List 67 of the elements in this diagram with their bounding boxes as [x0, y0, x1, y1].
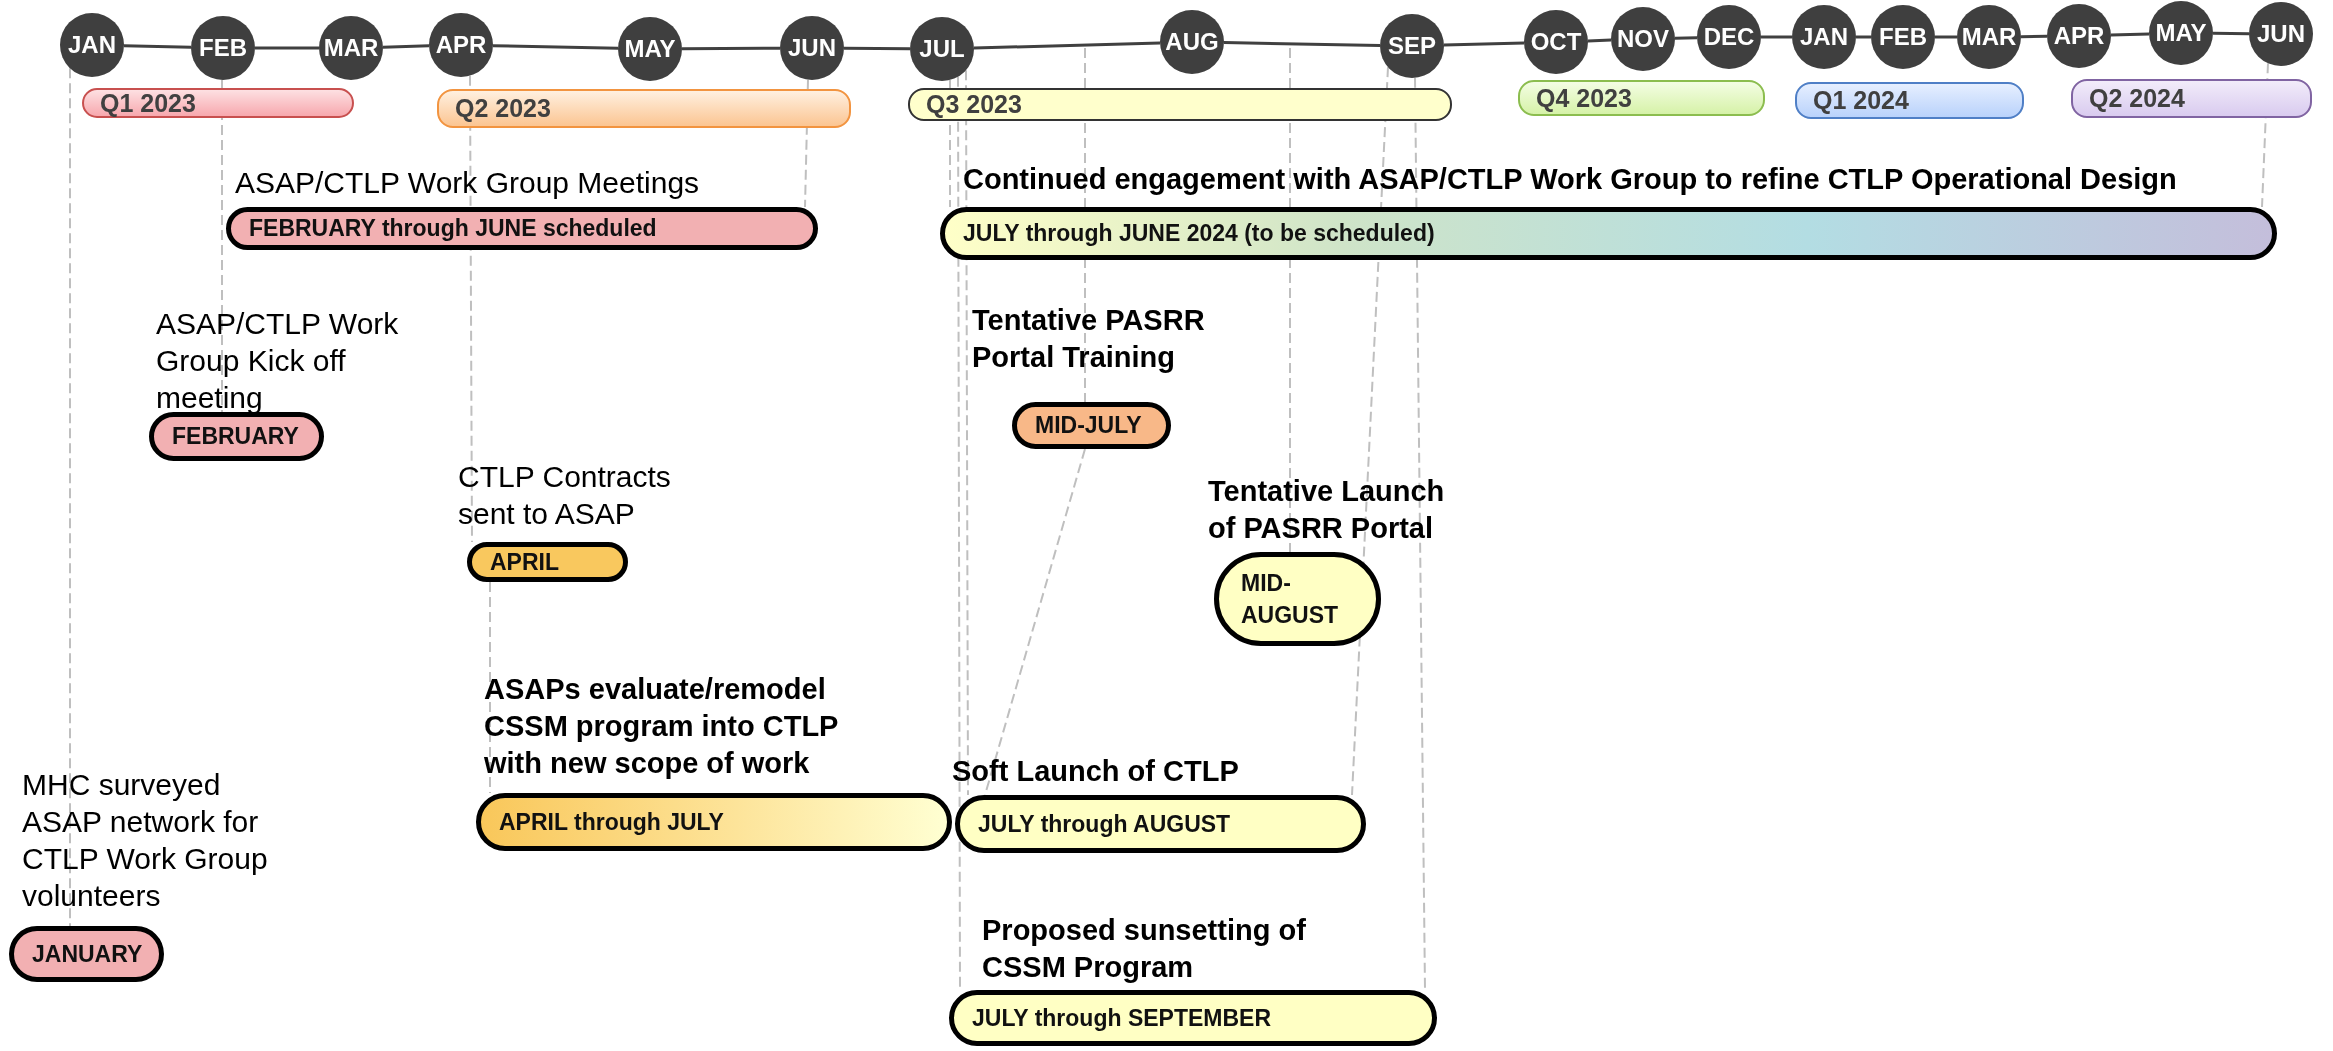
month-marker: OCT	[1524, 10, 1588, 74]
month-marker: APR	[429, 13, 493, 77]
event-heading: ASAP/CTLP Work Group Meetings	[235, 165, 701, 201]
month-marker: JAN	[1792, 5, 1856, 69]
month-marker: MAY	[2149, 1, 2213, 65]
quarter-bar: Q4 2023	[1518, 80, 1765, 116]
timeline-line	[844, 46, 910, 51]
timeline-line	[255, 46, 319, 50]
event-heading: Proposed sunsetting of CSSM Program	[982, 913, 1307, 985]
month-marker: MAY	[618, 17, 682, 81]
month-marker: SEP	[1380, 14, 1444, 78]
timeline-line	[123, 44, 192, 49]
leader-line	[965, 69, 969, 796]
timeline-line	[1443, 41, 1525, 47]
timeline-line	[973, 41, 1161, 50]
timeline-line	[382, 44, 430, 49]
month-marker: JUN	[2249, 2, 2313, 66]
month-marker: MAR	[1957, 5, 2021, 69]
leader-line	[1414, 76, 1426, 991]
month-marker: JUN	[780, 16, 844, 80]
quarter-bar: Q3 2023	[908, 88, 1452, 121]
leader-line	[69, 67, 71, 927]
event-heading: ASAPs evaluate/remodel CSSM program into CTLP with new scope of work	[484, 672, 839, 781]
timeline-line	[682, 46, 780, 51]
timeline-line	[1223, 41, 1381, 47]
date-bar: FEBRUARY	[149, 412, 324, 461]
date-bar: MID-AUGUST	[1214, 552, 1381, 646]
timeline-line	[2213, 31, 2249, 36]
timeline-line	[2110, 32, 2150, 37]
leader-line	[469, 74, 473, 543]
date-bar: JULY through AUGUST	[955, 795, 1366, 853]
leader-line	[1289, 47, 1291, 553]
month-marker: FEB	[191, 16, 255, 80]
leader-line	[489, 581, 491, 794]
quarter-bar: Q1 2024	[1795, 82, 2024, 119]
timeline-line	[1761, 35, 1792, 39]
event-heading: Continued engagement with ASAP/CTLP Work Group to refine CTLP Operational Design	[963, 162, 2178, 197]
month-marker: DEC	[1697, 5, 1761, 69]
month-marker: NOV	[1611, 7, 1675, 71]
month-marker: FEB	[1871, 5, 1935, 69]
timeline-line	[492, 44, 619, 50]
date-bar: JULY through JUNE 2024 (to be scheduled)	[940, 207, 2277, 260]
event-heading: CTLP Contracts sent to ASAP	[458, 459, 672, 532]
quarter-bar: Q1 2023	[82, 88, 354, 118]
event-heading: MHC surveyed ASAP network for CTLP Work Group volunteers	[22, 767, 269, 914]
month-marker: MAR	[319, 16, 383, 80]
timeline-line	[1674, 36, 1698, 40]
date-bar: JANUARY	[9, 926, 164, 982]
leader-line	[221, 79, 223, 413]
date-bar: FEBRUARY through JUNE scheduled	[226, 207, 818, 250]
date-bar: APRIL	[467, 542, 628, 582]
timeline-line	[1935, 35, 1957, 39]
quarter-bar: Q2 2024	[2071, 79, 2312, 118]
date-bar: MID-JULY	[1012, 402, 1171, 449]
quarter-bar: Q2 2023	[437, 89, 851, 128]
date-bar: JULY through SEPTEMBER	[949, 990, 1437, 1046]
date-bar: APRIL through JULY	[476, 793, 952, 851]
month-marker: JAN	[60, 13, 124, 77]
event-heading: Tentative Launch of PASRR Portal	[1208, 474, 1446, 546]
month-marker: APR	[2047, 4, 2111, 68]
month-marker: AUG	[1160, 10, 1224, 74]
month-marker: JUL	[910, 17, 974, 81]
timeline-line	[1587, 38, 1612, 43]
event-heading: Soft Launch of CTLP	[952, 754, 1240, 789]
event-heading: Tentative PASRR Portal Training	[972, 303, 1206, 375]
timeline-line	[1856, 35, 1871, 39]
timeline-line	[2021, 34, 2047, 39]
